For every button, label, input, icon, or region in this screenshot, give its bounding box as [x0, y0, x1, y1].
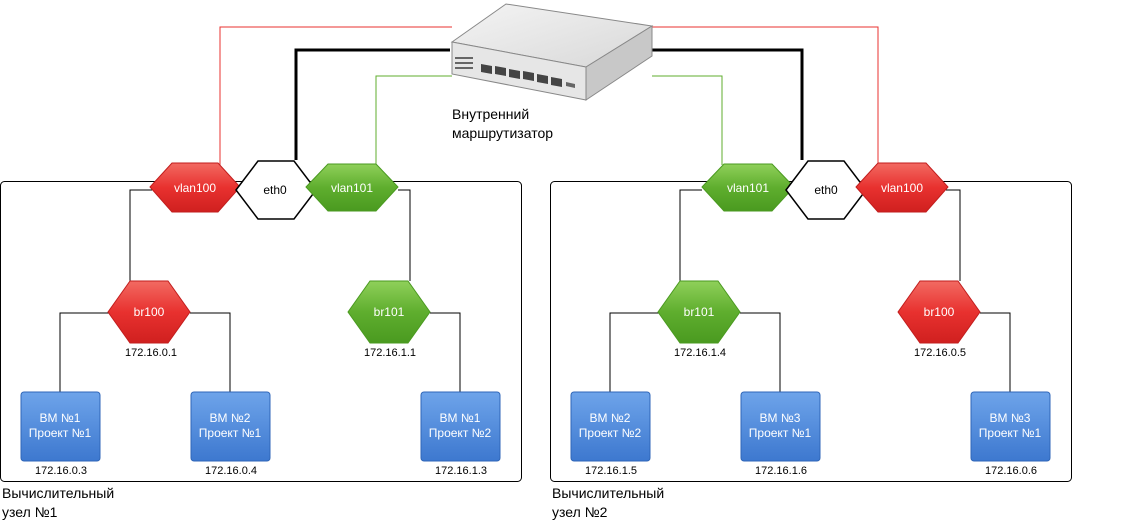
- vm-name: ВМ №1: [440, 411, 481, 425]
- wire-green-node2: [652, 75, 723, 165]
- uplink-wires: [219, 26, 879, 187]
- node2-bridge-br101[interactable]: br101: [657, 280, 741, 344]
- node1-vm-1-ip: 172.16.0.3: [35, 465, 87, 477]
- node1-caption-line1: Вычислительный: [2, 485, 114, 501]
- vm-name: ВМ №2: [210, 411, 251, 425]
- node2-br101-ip: 172.16.1.4: [674, 347, 726, 359]
- wire-red-node1: [219, 26, 452, 187]
- vm-name: ВМ №2: [590, 411, 631, 425]
- node2-vlan100-label: vlan100: [881, 181, 923, 195]
- vm-name: ВМ №3: [990, 411, 1031, 425]
- wire-red-node2: [652, 26, 879, 187]
- vm-name: ВМ №3: [760, 411, 801, 425]
- node1-vlan100-interface[interactable]: vlan100: [149, 162, 241, 213]
- node2-caption-line2: узел №2: [552, 504, 608, 520]
- router-switch-icon[interactable]: [450, 3, 654, 101]
- node2-br100-ip: 172.16.0.5: [914, 347, 966, 359]
- vm-project: Проект №1: [979, 426, 1042, 440]
- node1-vm-3[interactable]: ВМ №1 Проект №2: [420, 391, 501, 462]
- vm-project: Проект №2: [579, 426, 642, 440]
- node1-vlan100-label: vlan100: [174, 181, 216, 195]
- node2-vlan100-interface[interactable]: vlan100: [855, 162, 949, 213]
- node1-vlan101-label: vlan101: [331, 181, 373, 195]
- node1-bridge-br100[interactable]: br100: [107, 280, 191, 344]
- node2-vlan101-label: vlan101: [727, 181, 769, 195]
- node1-wires: [59, 189, 461, 392]
- node2-caption-line1: Вычислительный: [552, 485, 664, 501]
- node2-vm-1[interactable]: ВМ №2 Проект №2: [570, 391, 651, 462]
- node1-bridge-br101[interactable]: br101: [347, 280, 431, 344]
- vm-project: Проект №1: [749, 426, 812, 440]
- node1-vm-2[interactable]: ВМ №2 Проект №1: [190, 391, 271, 462]
- node2-eth0-label: eth0: [814, 183, 838, 197]
- node2-bridge-br100[interactable]: br100: [897, 280, 981, 344]
- vm-project: Проект №2: [429, 426, 492, 440]
- node1-br101-label: br101: [374, 305, 405, 319]
- wire-green-node1: [375, 75, 452, 165]
- node1-br100-label: br100: [134, 305, 165, 319]
- vm-name: ВМ №1: [40, 411, 81, 425]
- wire-black-node1: [294, 48, 450, 160]
- node2-vm-3-ip: 172.16.0.6: [985, 465, 1037, 477]
- wire-black-node2: [650, 48, 804, 160]
- vm-project: Проект №1: [199, 426, 262, 440]
- node1-eth0-label: eth0: [263, 183, 287, 197]
- node2-vm-2-ip: 172.16.1.6: [755, 465, 807, 477]
- node1-vm-2-ip: 172.16.0.4: [205, 465, 257, 477]
- node1-vm-1[interactable]: ВМ №1 Проект №1: [20, 391, 101, 462]
- node1-caption-line2: узел №1: [2, 504, 58, 520]
- node2-vm-2[interactable]: ВМ №3 Проект №1: [740, 391, 821, 462]
- router-label-line2: маршрутизатор: [452, 125, 553, 141]
- node2-vm-1-ip: 172.16.1.5: [585, 465, 637, 477]
- node2-vm-3[interactable]: ВМ №3 Проект №1: [970, 391, 1051, 462]
- node2-eth0-interface[interactable]: eth0: [785, 160, 867, 220]
- node2-vlan101-interface[interactable]: vlan101: [701, 163, 795, 212]
- node2-wires: [609, 189, 1011, 392]
- node2-br101-label: br101: [684, 305, 715, 319]
- node2-br100-label: br100: [924, 305, 955, 319]
- vm-project: Проект №1: [29, 426, 92, 440]
- node1-eth0-interface[interactable]: eth0: [235, 160, 317, 220]
- router-label-line1: Внутренний: [452, 106, 529, 122]
- node1-br100-ip: 172.16.0.1: [125, 347, 177, 359]
- node1-vm-3-ip: 172.16.1.3: [435, 465, 487, 477]
- node1-vlan101-interface[interactable]: vlan101: [305, 163, 399, 212]
- node1-br101-ip: 172.16.1.1: [364, 347, 416, 359]
